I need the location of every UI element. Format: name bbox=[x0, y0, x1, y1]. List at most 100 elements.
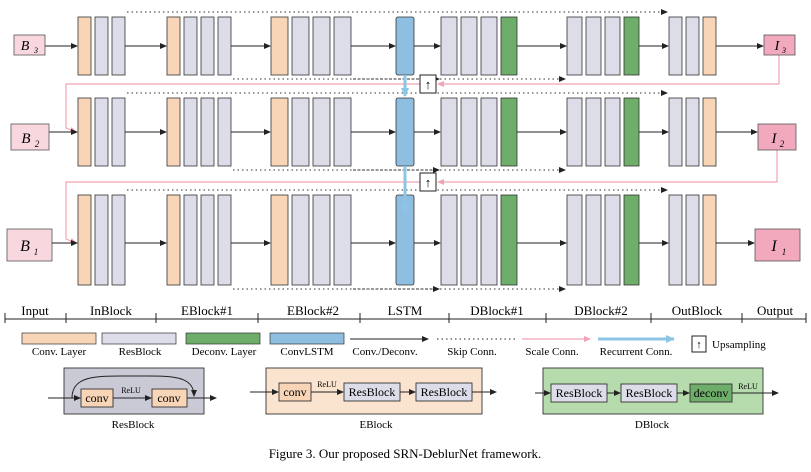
resblock-layer bbox=[333, 194, 352, 286]
resblock-layer bbox=[312, 194, 331, 286]
input-box-b2 bbox=[10, 123, 50, 151]
convlstm-layer bbox=[395, 97, 415, 167]
conv-layer bbox=[166, 16, 181, 76]
resblock-conv-2-label: conv bbox=[157, 391, 180, 405]
conv-layer bbox=[166, 97, 181, 167]
legend: Conv. Layer ResBlock Deconv. Layer ConvL… bbox=[21, 332, 766, 358]
conv-layer bbox=[77, 97, 92, 167]
resblock-layer bbox=[291, 97, 310, 167]
resblock-layer bbox=[685, 16, 700, 76]
resblock-layer bbox=[668, 97, 683, 167]
legend-swatch-convlstm bbox=[269, 332, 345, 345]
resblock-layer bbox=[668, 16, 683, 76]
output-sub-i2: 2 bbox=[780, 139, 785, 149]
legend-swatch-deconv bbox=[185, 332, 261, 345]
detail-resblock: conv ReLU conv ResBlock bbox=[48, 367, 217, 431]
input-label-b3: B bbox=[21, 39, 30, 54]
resblock-layer bbox=[585, 194, 602, 286]
resblock-layer bbox=[585, 97, 602, 167]
output-box-i3 bbox=[763, 34, 796, 56]
upsampling-icon: ↑ bbox=[425, 175, 432, 190]
resblock-layer bbox=[566, 16, 583, 76]
resblock-layer bbox=[585, 16, 602, 76]
resblock-layer bbox=[685, 194, 700, 286]
resblock-layer bbox=[668, 194, 683, 286]
dblock-deconv-label: deconv bbox=[694, 386, 729, 400]
conv-layer bbox=[270, 16, 289, 76]
scale-connection bbox=[437, 55, 780, 87]
network-blocks bbox=[77, 16, 717, 286]
resblock-layer bbox=[183, 16, 198, 76]
deconv-layer bbox=[500, 194, 518, 286]
deconv-layer bbox=[623, 97, 640, 167]
output-sub-i3: 3 bbox=[781, 46, 786, 55]
resblock-layer bbox=[460, 194, 478, 286]
resblock-layer bbox=[440, 194, 458, 286]
resblock-layer bbox=[460, 97, 478, 167]
output-box-i1 bbox=[754, 228, 801, 262]
input-box-b1 bbox=[6, 228, 53, 262]
resblock-layer bbox=[604, 97, 621, 167]
resblock-layer bbox=[291, 194, 310, 286]
resblock-layer bbox=[312, 16, 331, 76]
resblock-layer bbox=[200, 16, 215, 76]
conv-layer bbox=[270, 97, 289, 167]
legend-label-recurrent: Recurrent Conn. bbox=[600, 346, 673, 358]
upsampling-box-1 bbox=[419, 74, 437, 94]
resblock-layer bbox=[480, 16, 498, 76]
legend-swatch-conv bbox=[21, 332, 97, 345]
conv-layer bbox=[166, 194, 181, 286]
resblock-relu: ReLU bbox=[121, 386, 141, 395]
resblock-layer bbox=[312, 97, 331, 167]
resblock-layer bbox=[604, 16, 621, 76]
output-label-i1: I bbox=[770, 238, 777, 255]
output-label-i3: I bbox=[774, 39, 781, 54]
legend-label-resblock: ResBlock bbox=[119, 346, 162, 358]
eblock-conv-label: conv bbox=[283, 385, 306, 399]
stage-label-lstm: LSTM bbox=[388, 303, 423, 318]
deconv-layer bbox=[500, 97, 518, 167]
resblock-layer bbox=[440, 16, 458, 76]
resblock-layer bbox=[480, 194, 498, 286]
resblock-layer bbox=[217, 97, 232, 167]
scale-connection bbox=[437, 150, 778, 185]
conv-layer bbox=[702, 16, 717, 76]
resblock-layer bbox=[111, 194, 126, 286]
input-box-b3 bbox=[13, 34, 46, 56]
legend-swatch-resblock bbox=[101, 332, 177, 345]
input-label-b2: B bbox=[21, 131, 30, 147]
resblock-conv-1-label: conv bbox=[85, 391, 108, 405]
stage-label-outblock: OutBlock bbox=[672, 303, 723, 318]
stage-label-dblock2: DBlock#2 bbox=[574, 303, 627, 318]
resblock-layer bbox=[217, 194, 232, 286]
resblock-layer bbox=[183, 194, 198, 286]
legend-label-conv-deconv: Conv./Deconv. bbox=[352, 346, 417, 358]
conv-layer bbox=[702, 194, 717, 286]
resblock-layer bbox=[333, 97, 352, 167]
input-label-b1: B bbox=[20, 238, 30, 255]
resblock-layer bbox=[460, 16, 478, 76]
legend-label-deconv: Deconv. Layer bbox=[192, 346, 257, 358]
dblock-relu: ReLU bbox=[738, 382, 758, 391]
resblock-layer bbox=[111, 16, 126, 76]
skip-connections bbox=[127, 9, 668, 292]
stage-label-eblock2: EBlock#2 bbox=[287, 303, 339, 318]
figure-caption: Figure 3. Our proposed SRN-DeblurNet fra… bbox=[269, 446, 542, 461]
stage-label-input: Input bbox=[21, 303, 49, 318]
resblock-layer bbox=[604, 194, 621, 286]
eblock-relu: ReLU bbox=[317, 380, 337, 389]
upsampling-boxes: ↑ ↑ bbox=[419, 74, 437, 192]
deconv-layer bbox=[623, 16, 640, 76]
convlstm-layer bbox=[395, 16, 415, 76]
upsampling-box-2 bbox=[419, 172, 437, 192]
dblock-caption: DBlock bbox=[635, 419, 670, 431]
upsampling-icon: ↑ bbox=[696, 339, 702, 351]
deconv-layer bbox=[500, 16, 518, 76]
resblock-layer bbox=[111, 97, 126, 167]
conv-layer bbox=[702, 97, 717, 167]
conv-layer bbox=[270, 194, 289, 286]
resblock-layer bbox=[333, 16, 352, 76]
stage-label-inblock: InBlock bbox=[90, 303, 132, 318]
resblock-layer bbox=[200, 97, 215, 167]
detail-eblock: conv ReLU ResBlock ResBlock EBlock bbox=[250, 367, 497, 431]
